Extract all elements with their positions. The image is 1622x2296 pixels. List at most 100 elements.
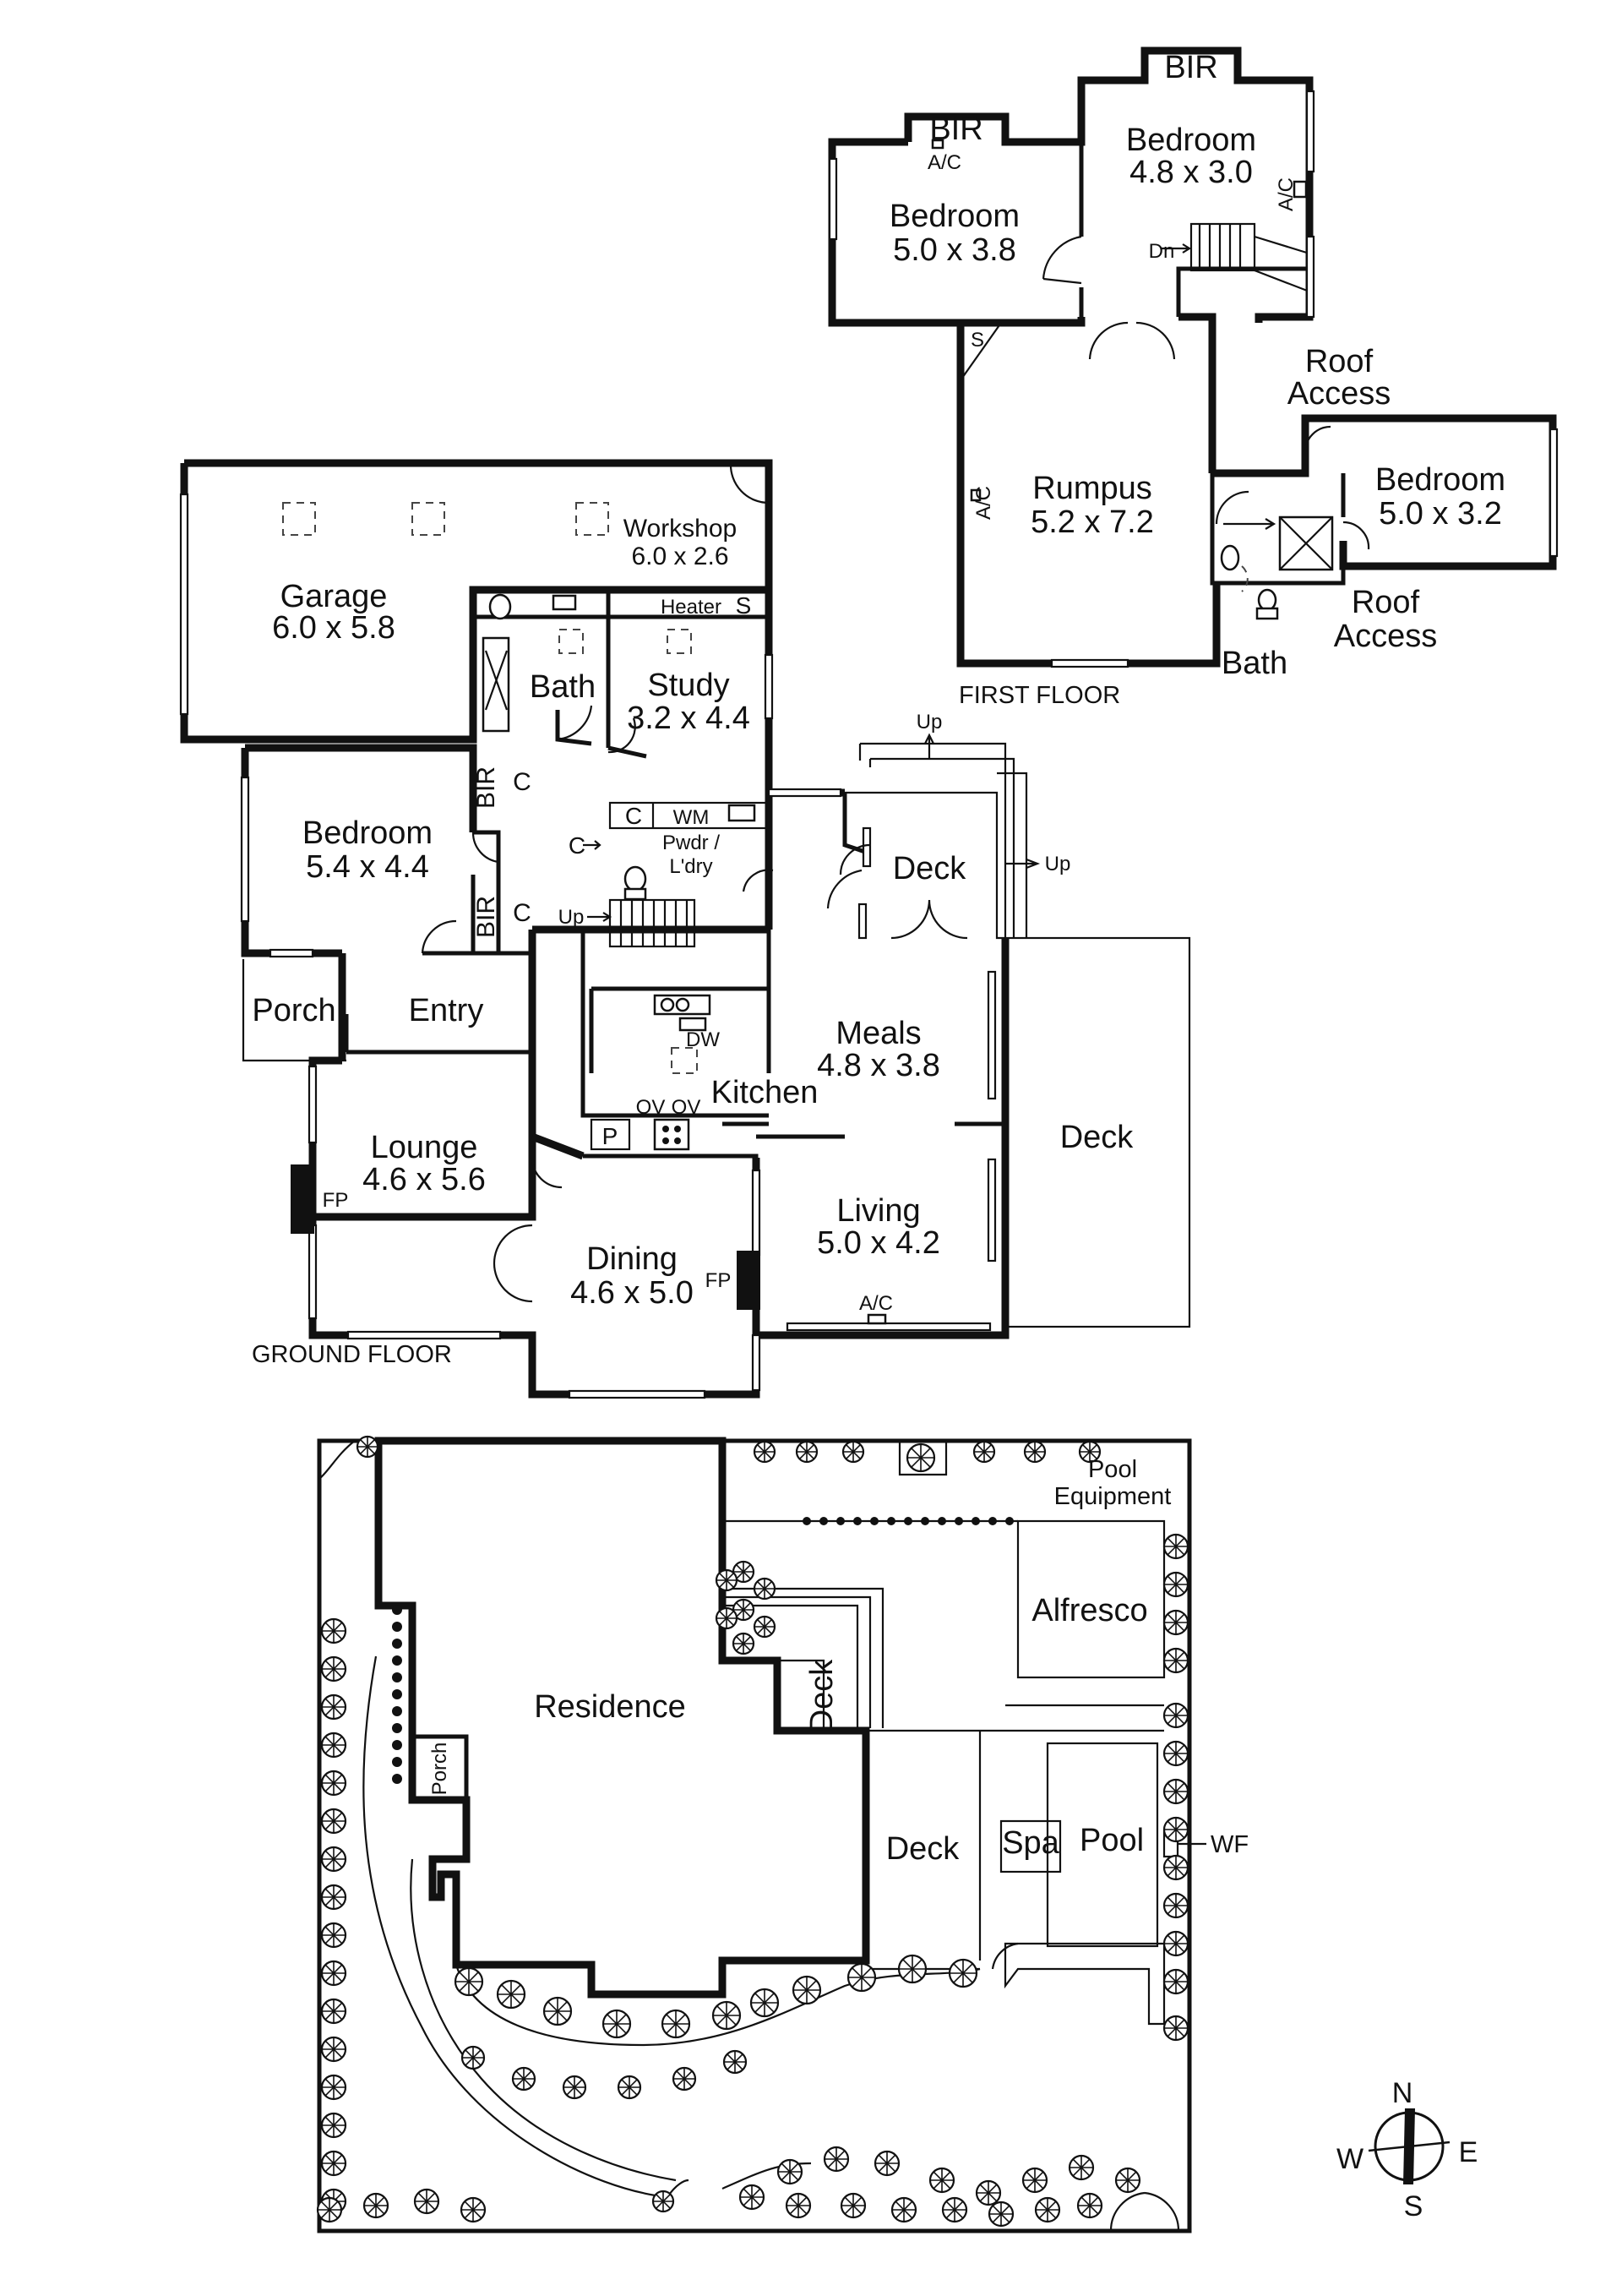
- tree-icon: [454, 1966, 484, 1997]
- tree-icon: [840, 2192, 867, 2219]
- ground-floor-labels: Garage 6.0 x 5.8 Workshop 6.0 x 2.6 Bath…: [252, 515, 1134, 1368]
- tree-icon: [356, 1435, 379, 1459]
- tree-icon: [316, 2196, 343, 2223]
- tree-icon: [362, 2192, 389, 2219]
- site-plan-labels: Residence Porch Deck Deck Alfresco Pool …: [428, 1456, 1249, 1867]
- tree-icon: [948, 1958, 978, 1988]
- hedge-dot: [392, 1740, 402, 1750]
- tree-icon: [776, 2158, 803, 2185]
- ff-bath-name: Bath: [1222, 646, 1287, 681]
- gf-c-hall: C: [569, 832, 585, 859]
- hedge-dot: [392, 1706, 402, 1716]
- ff-ac-a: A/C: [928, 151, 961, 174]
- gf-dining-name: Dining: [586, 1241, 678, 1277]
- tree-icon: [792, 1975, 822, 2005]
- gf-dining-size: 4.6 x 5.0: [570, 1275, 694, 1311]
- hedge-dot: [955, 1517, 963, 1525]
- first-floor: [828, 46, 1559, 668]
- gf-living-name: Living: [836, 1193, 920, 1229]
- site-trees: [316, 1435, 1189, 2228]
- compass-w: W: [1336, 2143, 1363, 2175]
- site-spa: Spa: [1002, 1825, 1059, 1861]
- tree-icon: [972, 1440, 996, 1464]
- gf-ov-2: OV: [672, 1096, 701, 1119]
- hedge-dot: [392, 1622, 402, 1632]
- tree-icon: [320, 2150, 347, 2177]
- hedge-dot: [938, 1517, 946, 1525]
- tree-icon: [1162, 1892, 1189, 1919]
- gf-c-ldry: C: [625, 803, 642, 829]
- tree-icon: [1162, 2015, 1189, 2042]
- tree-icon: [1162, 1533, 1189, 1560]
- ground-floor: [179, 459, 1191, 1399]
- tree-icon: [661, 2009, 691, 2039]
- compass-axis: [1368, 2141, 1451, 2152]
- tree-icon: [1021, 2167, 1048, 2194]
- hedge-dot: [972, 1517, 980, 1525]
- hedge-dot: [1005, 1517, 1014, 1525]
- gf-living-size: 5.0 x 4.2: [817, 1225, 940, 1261]
- site-deck-2: Deck: [886, 1831, 961, 1867]
- tree-icon: [1162, 1930, 1189, 1957]
- tree-icon: [320, 1960, 347, 1987]
- tree-icon: [320, 1998, 347, 2025]
- gf-bedroom-name: Bedroom: [302, 815, 433, 851]
- gf-bir-1: BIR: [472, 766, 500, 809]
- ff-bedroom-a-name: Bedroom: [890, 199, 1020, 234]
- gf-bath-name: Bath: [530, 669, 596, 705]
- tree-icon: [511, 2066, 536, 2091]
- ff-roof-access-2-line2: Access: [1334, 619, 1437, 654]
- hedge-dot: [392, 1774, 402, 1784]
- tree-icon: [320, 2112, 347, 2139]
- gf-lounge-name: Lounge: [371, 1130, 478, 1165]
- gf-dw: DW: [686, 1028, 720, 1051]
- gf-deck-small: Deck: [893, 851, 967, 886]
- tree-icon: [823, 2146, 850, 2173]
- compass-n: N: [1392, 2077, 1413, 2109]
- tree-icon: [1023, 1440, 1047, 1464]
- ff-rumpus-size: 5.2 x 7.2: [1031, 504, 1154, 540]
- tree-icon: [1162, 1702, 1189, 1729]
- tree-icon: [711, 2000, 742, 2031]
- gf-meals-name: Meals: [835, 1016, 921, 1051]
- compass-e: E: [1459, 2136, 1478, 2168]
- tree-icon: [906, 1442, 936, 1473]
- tree-icon: [846, 1962, 877, 1993]
- gf-ov-1: OV: [636, 1096, 666, 1119]
- tree-icon: [1162, 1778, 1189, 1805]
- tree-icon: [460, 2196, 487, 2223]
- tree-icon: [988, 2201, 1015, 2228]
- gf-floor-label: GROUND FLOOR: [252, 1341, 452, 1368]
- tree-icon: [890, 2196, 917, 2223]
- tree-icon: [617, 2075, 642, 2100]
- hedge-dot: [392, 1723, 402, 1733]
- tree-icon: [601, 2009, 632, 2039]
- hedge-dot: [819, 1517, 828, 1525]
- gf-up-deck-2: Up: [1045, 853, 1071, 875]
- ff-roof-access-2-line1: Roof: [1352, 585, 1420, 620]
- gf-wm: WM: [673, 806, 710, 829]
- tree-icon: [715, 1606, 738, 1630]
- site-pool-equipment-line2: Equipment: [1054, 1483, 1172, 1510]
- tree-icon: [1162, 1816, 1189, 1843]
- hedge-dot: [904, 1517, 912, 1525]
- compass-s: S: [1404, 2190, 1423, 2222]
- tree-icon: [460, 2045, 486, 2070]
- tree-icon: [785, 2192, 812, 2219]
- tree-icon: [320, 1808, 347, 1835]
- tree-icon: [320, 1922, 347, 1949]
- site-pool-equipment-line1: Pool: [1088, 1456, 1137, 1483]
- ff-s: S: [971, 329, 984, 352]
- gf-fp-dining: FP: [705, 1269, 732, 1292]
- tree-icon: [738, 2184, 765, 2211]
- tree-icon: [1078, 1440, 1102, 1464]
- gf-up-stair: Up: [558, 906, 585, 929]
- gf-fp-lounge: FP: [323, 1189, 349, 1212]
- gf-workshop-size: 6.0 x 2.6: [631, 543, 728, 570]
- ff-floor-label: FIRST FLOOR: [959, 682, 1120, 709]
- hedge-dot: [392, 1672, 402, 1682]
- gf-entry: Entry: [409, 993, 484, 1028]
- gf-bir-2: BIR: [472, 896, 500, 938]
